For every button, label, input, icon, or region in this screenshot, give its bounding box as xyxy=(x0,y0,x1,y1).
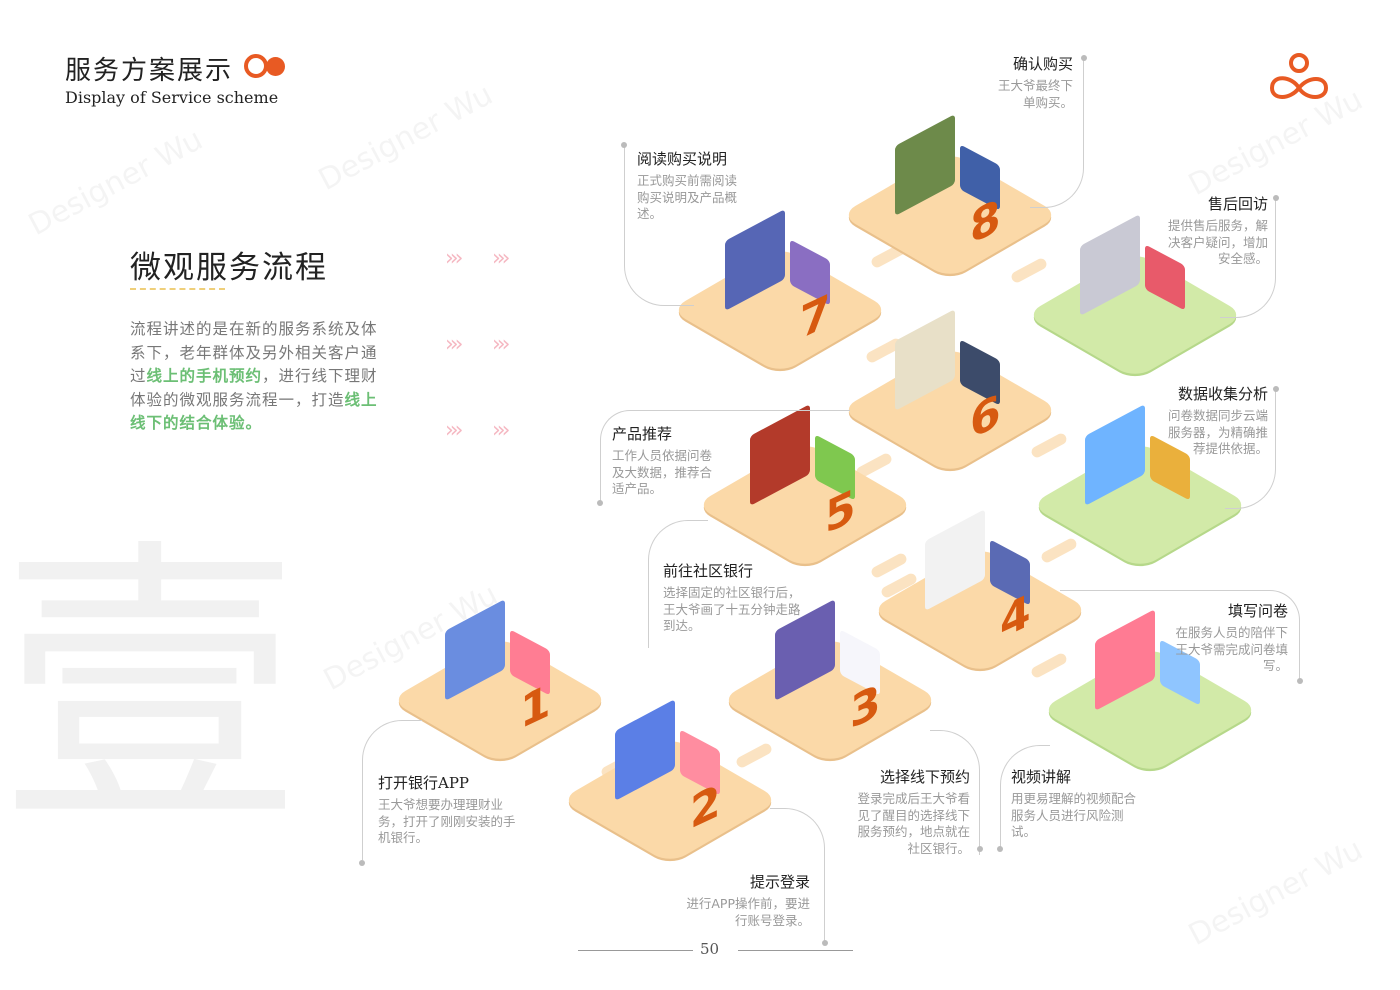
page-number: 50 xyxy=(700,940,720,958)
logo-icon xyxy=(1269,53,1329,99)
dot-icon xyxy=(266,57,285,76)
footer-line xyxy=(578,950,693,951)
watermark: Designer Wu xyxy=(23,122,209,243)
page-title: 服务方案展示 xyxy=(65,56,234,86)
chevron-right-icon: ››› xyxy=(492,418,511,443)
chevron-right-icon: ››› xyxy=(492,332,511,357)
section-intro: 流程讲述的是在新的服务系统及体系下，老年群体及另外相关客户通过线上的手机预约，进… xyxy=(130,318,385,436)
intro-highlight: 线上的手机预约 xyxy=(146,367,263,385)
chevron-right-icon: ››› xyxy=(445,418,464,443)
intro-text: 流程讲述的是在新的服务系统及体系下，老年群体及另外相关客户通过 xyxy=(130,320,378,385)
chevron-right-icon: ››› xyxy=(445,332,464,357)
intro-text: ，进行线下理财体验的微观服务流程一，打造 xyxy=(130,367,378,409)
background-character: 壹 xyxy=(0,515,300,864)
page-subtitle: Display of Service scheme xyxy=(65,88,279,107)
dashed-divider xyxy=(130,288,225,290)
chevron-right-icon: ››› xyxy=(492,246,511,271)
ring-icon xyxy=(244,54,268,78)
section-title: 微观服务流程 xyxy=(130,250,328,286)
watermark: Designer Wu xyxy=(313,77,499,198)
watermark: Designer Wu xyxy=(1183,832,1369,953)
footer-line xyxy=(738,950,853,951)
chevron-right-icon: ››› xyxy=(445,246,464,271)
intro-highlight: 线上线下的结合体验。 xyxy=(130,390,378,433)
